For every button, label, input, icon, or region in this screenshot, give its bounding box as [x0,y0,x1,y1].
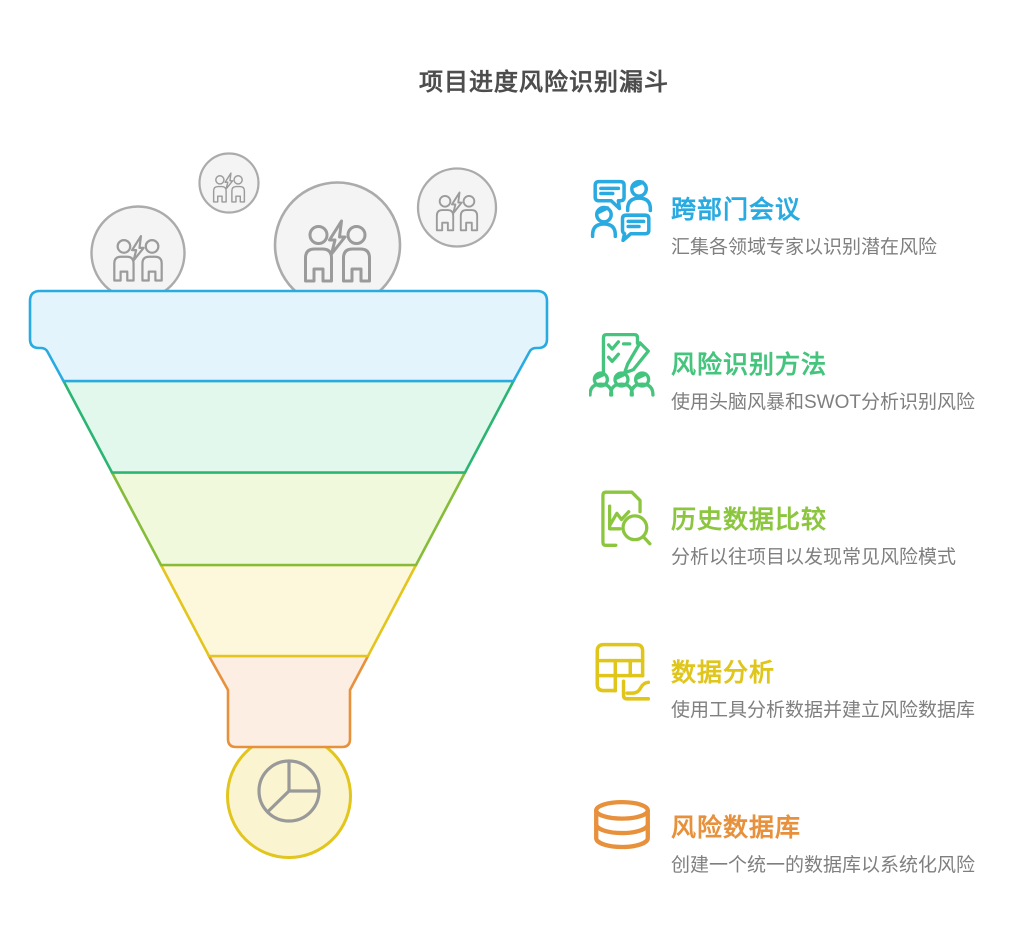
team-bubble-3 [273,181,402,309]
legend-item-text: 数据分析 使用工具分析数据并建立风险数据库 [671,639,975,722]
page-title: 项目进度风险识别漏斗 [419,69,669,96]
funnel-stage-2 [61,379,516,474]
legend-item-title: 风险识别方法 [671,351,828,379]
brainstorm-bubbles [90,152,498,309]
legend-item-text: 风险识别方法 使用头脑风暴和SWOT分析识别风险 [671,331,975,414]
legend-item-database: 风险数据库 创建一个统一的数据库以系统化风险 [589,794,975,877]
pie-chart-icon [257,759,321,823]
team-bubble-4 [416,167,498,248]
legend-item-meetings: 跨部门会议 汇集各领域专家以识别潜在风险 [589,176,937,259]
team-bubble-2 [198,152,260,214]
legend-item-title: 跨部门会议 [671,196,802,224]
legend-item-title: 数据分析 [671,659,776,687]
legend-item-title: 风险数据库 [671,814,802,842]
team-bubble-1 [90,205,186,301]
meeting-chat-icon [590,179,653,242]
document-chart-search-icon [601,490,652,547]
result-bowl [226,733,352,859]
legend-item-text: 风险数据库 创建一个统一的数据库以系统化风险 [671,794,975,877]
risk-funnel-diagram [28,152,549,859]
funnel-stage-3 [109,471,468,567]
legend-item-desc: 汇集各领域专家以识别潜在风险 [671,237,938,258]
legend-item-history: 历史数据比较 分析以往项目以发现常见风险模式 [589,486,956,569]
funnel-stage-5 [206,654,371,749]
legend-item-text: 跨部门会议 汇集各领域专家以识别潜在风险 [671,176,937,259]
data-table-chart-icon [595,642,651,701]
legend-item-desc: 创建一个统一的数据库以系统化风险 [671,855,976,876]
legend-item-text: 历史数据比较 分析以往项目以发现常见风险模式 [671,486,956,569]
legend-item-analysis: 数据分析 使用工具分析数据并建立风险数据库 [589,639,975,722]
funnel-stage-1 [28,289,549,383]
legend-item-title: 历史数据比较 [671,506,828,534]
legend-item-methods: 风险识别方法 使用头脑风暴和SWOT分析识别风险 [589,331,975,414]
legend-item-desc: 使用工具分析数据并建立风险数据库 [671,700,976,721]
database-icon [594,799,650,850]
funnel-stages [28,289,549,749]
funnel-stage-4 [158,563,419,658]
legend-item-desc: 分析以往项目以发现常见风险模式 [671,547,957,568]
legend-item-desc: 使用头脑风暴和SWOT分析识别风险 [671,392,975,413]
checklist-pencil-icon [589,332,655,397]
